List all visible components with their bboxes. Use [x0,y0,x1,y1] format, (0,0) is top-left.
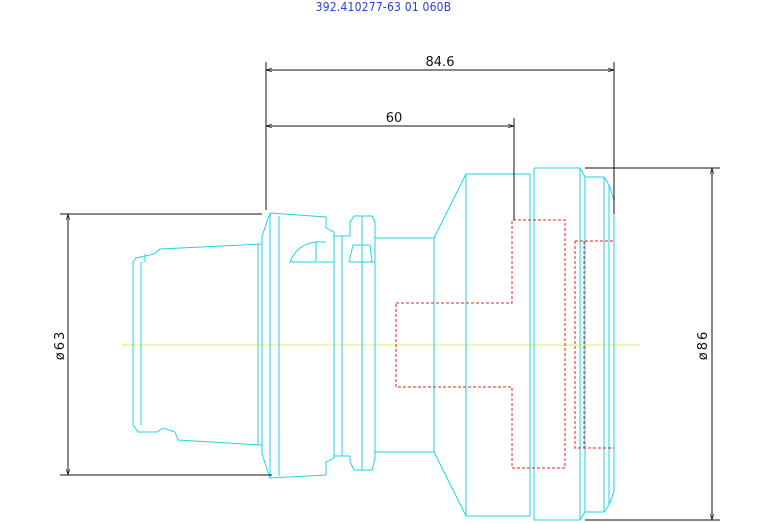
hidden-lines [395,219,614,469]
dim-shank-diameter: ø63 [53,330,68,361]
tool-outline [132,167,615,521]
dim-overall-length: 84.6 [426,55,455,70]
dimension-lines [60,62,720,522]
dim-gauge-length: 60 [386,111,403,126]
dim-flange-diameter: ø86 [696,330,711,361]
part-number: 392.410277-63 01 060B [315,0,452,14]
